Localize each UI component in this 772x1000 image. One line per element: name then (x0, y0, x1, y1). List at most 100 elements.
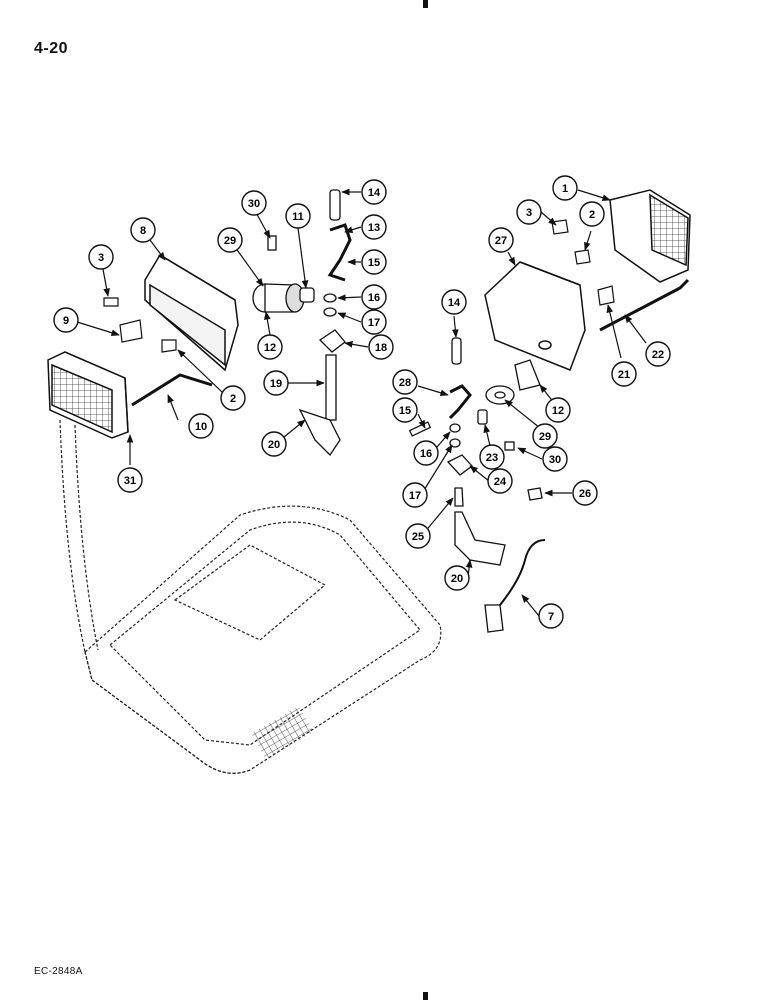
callout-12: 12 (257, 334, 283, 360)
callout-3-right: 3 (516, 199, 542, 225)
svg-text:20: 20 (268, 439, 280, 451)
left-bracket-rod (131, 373, 213, 407)
callout-10: 10 (188, 413, 214, 439)
page-number: 4-20 (34, 40, 69, 57)
callouts: 14 13 15 16 17 18 11 30 29 12 19 20 8 3 … (53, 175, 671, 629)
callout-17: 17 (361, 309, 387, 335)
callout-15: 15 (361, 249, 387, 275)
callout-20: 20 (261, 431, 287, 457)
clip-part-9 (119, 319, 143, 343)
svg-text:16: 16 (420, 448, 432, 460)
svg-text:30: 30 (549, 454, 561, 466)
callout-7: 7 (538, 603, 564, 629)
svg-text:9: 9 (63, 315, 69, 327)
svg-text:1: 1 (562, 183, 568, 195)
svg-text:26: 26 (579, 488, 591, 500)
svg-text:14: 14 (448, 297, 461, 309)
svg-text:11: 11 (292, 211, 304, 223)
svg-text:29: 29 (224, 235, 236, 247)
svg-text:17: 17 (368, 317, 380, 329)
svg-text:24: 24 (494, 476, 507, 488)
callout-29: 29 (217, 227, 243, 253)
svg-text:8: 8 (140, 225, 146, 237)
callout-31: 31 (117, 467, 143, 493)
right-switch-assembly (408, 337, 543, 633)
callout-12-right: 12 (545, 397, 571, 423)
callout-1: 1 (552, 175, 578, 201)
center-switch-assembly (252, 189, 352, 457)
callout-2: 2 (220, 385, 246, 411)
callout-17-right: 17 (402, 482, 428, 508)
callout-28: 28 (392, 369, 418, 395)
callout-21: 21 (611, 361, 637, 387)
svg-text:15: 15 (368, 257, 380, 269)
screw-part-3-left (103, 297, 119, 307)
callout-16: 16 (361, 284, 387, 310)
svg-text:3: 3 (98, 252, 104, 264)
callout-13: 13 (361, 214, 387, 240)
svg-text:3: 3 (526, 207, 532, 219)
callout-19: 19 (263, 370, 289, 396)
svg-text:23: 23 (486, 452, 498, 464)
registration-mark-bottom (423, 992, 428, 1000)
callout-20-right: 20 (444, 565, 470, 591)
svg-text:22: 22 (652, 349, 664, 361)
callout-16-right: 16 (413, 440, 439, 466)
clip-part-21 (597, 285, 615, 306)
roof-vent-grille (251, 706, 314, 760)
callout-15-right: 15 (392, 397, 418, 423)
svg-text:25: 25 (412, 531, 424, 543)
screw-part-2-left (161, 339, 177, 353)
callout-29-right: 29 (532, 423, 558, 449)
callout-23: 23 (479, 444, 505, 470)
svg-text:2: 2 (589, 209, 595, 221)
callout-22: 22 (645, 341, 671, 367)
svg-text:18: 18 (375, 342, 387, 354)
callout-14-right: 14 (441, 289, 467, 315)
svg-text:13: 13 (368, 222, 380, 234)
svg-text:10: 10 (195, 421, 207, 433)
svg-text:12: 12 (264, 342, 276, 354)
right-work-lamp (609, 189, 691, 283)
screw-part-3-right (551, 219, 569, 235)
callout-26: 26 (572, 480, 598, 506)
svg-text:27: 27 (495, 235, 507, 247)
callout-14: 14 (361, 179, 387, 205)
callout-3: 3 (88, 244, 114, 270)
callout-27: 27 (488, 227, 514, 253)
registration-mark-top (423, 0, 428, 8)
right-bracket-rod (599, 278, 690, 332)
callout-25: 25 (405, 523, 431, 549)
svg-text:19: 19 (270, 378, 282, 390)
svg-text:7: 7 (548, 611, 554, 623)
screw-part-2-right (574, 249, 591, 265)
svg-text:17: 17 (409, 490, 421, 502)
svg-text:31: 31 (124, 475, 136, 487)
svg-text:14: 14 (368, 187, 381, 199)
callout-11: 11 (285, 203, 311, 229)
svg-text:21: 21 (618, 369, 630, 381)
callout-8: 8 (130, 217, 156, 243)
svg-text:15: 15 (399, 405, 411, 417)
callout-24: 24 (487, 468, 513, 494)
callout-30: 30 (241, 190, 267, 216)
right-lamp-housing (484, 261, 586, 371)
left-lamp-housing (144, 253, 239, 372)
svg-text:30: 30 (248, 198, 260, 210)
svg-text:2: 2 (230, 393, 236, 405)
svg-text:28: 28 (399, 377, 411, 389)
callout-30-right: 30 (542, 446, 568, 472)
figure-code: EC-2848A (34, 966, 83, 977)
svg-text:29: 29 (539, 431, 551, 443)
leader-lines (76, 188, 647, 617)
callout-18: 18 (368, 334, 394, 360)
svg-text:12: 12 (552, 405, 564, 417)
cab-roof (59, 419, 442, 774)
callout-9: 9 (53, 307, 79, 333)
callout-2-right: 2 (579, 201, 605, 227)
left-work-lamp (47, 351, 129, 439)
svg-text:20: 20 (451, 573, 463, 585)
wiring-harness (499, 539, 546, 606)
